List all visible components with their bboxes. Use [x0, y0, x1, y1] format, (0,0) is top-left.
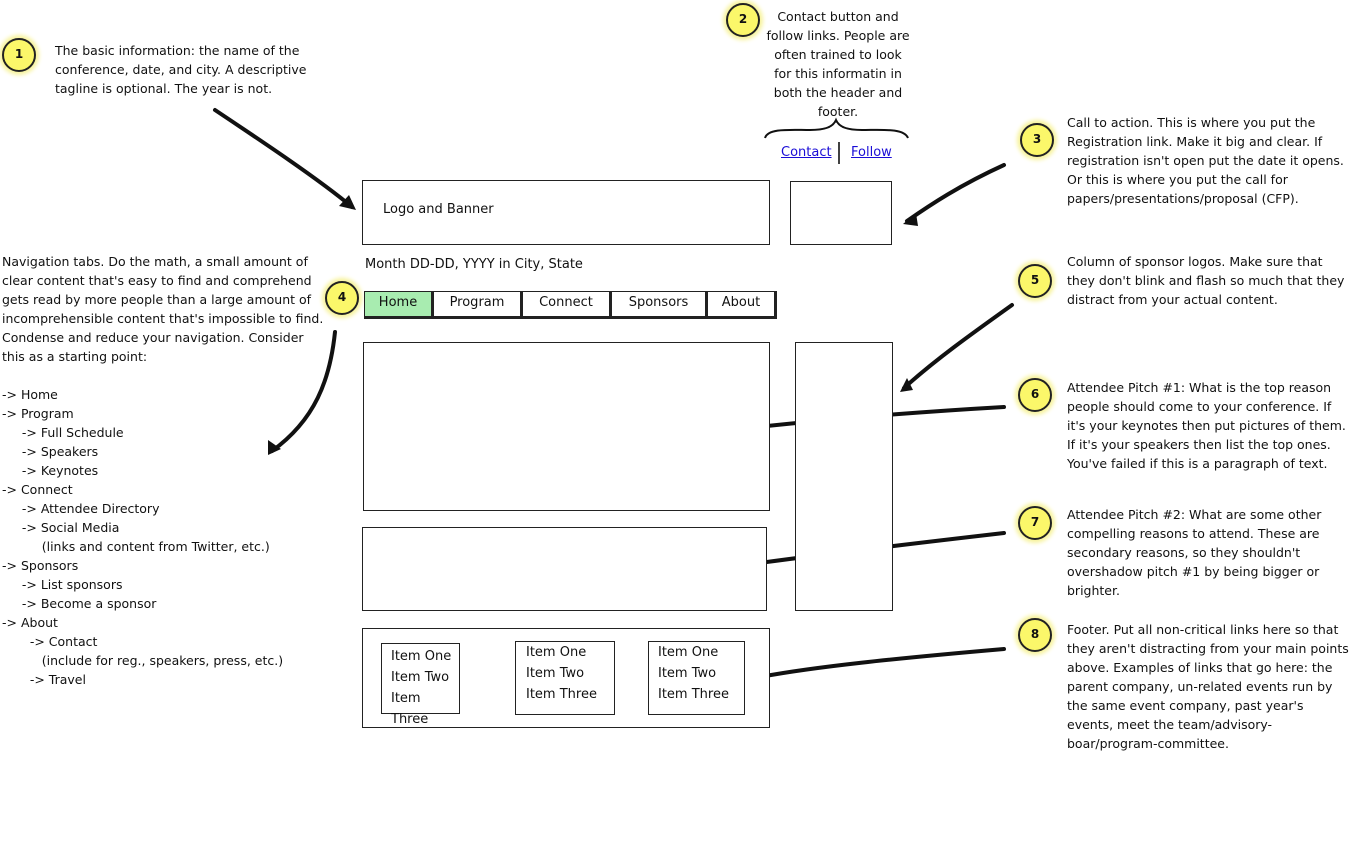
tab-connect[interactable]: Connect — [522, 291, 612, 319]
callout-text-8: Footer. Put all non-critical links here … — [1067, 622, 1349, 751]
footer-link[interactable]: Item Three — [526, 687, 597, 702]
nav-outline-item: -> Connect — [2, 482, 73, 497]
nav-outline-item: (include for reg., speakers, press, etc.… — [2, 653, 284, 668]
nav-outline-list: -> Home -> Program -> Full Schedule -> S… — [2, 385, 283, 689]
footer-link[interactable]: Item One — [391, 649, 452, 664]
nav-outline-item: -> Attendee Directory — [2, 501, 160, 516]
callout-text-7: Attendee Pitch #2: What are some other c… — [1067, 507, 1322, 598]
callout-badge-7: 7 — [1018, 506, 1052, 540]
arrow-3 — [905, 163, 1006, 223]
footer-link[interactable]: Item Three — [391, 691, 429, 727]
nav-outline-item: -> Travel — [2, 672, 86, 687]
callout-text-2: Contact button and follow links. People … — [766, 9, 910, 119]
footer-link[interactable]: Item Three — [658, 687, 729, 702]
nav-outline-item: -> About — [2, 615, 58, 630]
call-to-action-box[interactable] — [790, 181, 892, 245]
nav-outline-item: -> Speakers — [2, 444, 99, 459]
footer-link[interactable]: Item One — [526, 645, 587, 660]
callout-badge-1: 1 — [2, 38, 36, 72]
curly-brace — [764, 117, 909, 139]
callout-badge-2: 2 — [726, 3, 760, 37]
nav-outline-item: -> Home — [2, 387, 58, 402]
nav-outline-item: (links and content from Twitter, etc.) — [2, 539, 270, 554]
callout-text-1: The basic information: the name of the c… — [55, 43, 307, 96]
footer-link[interactable]: Item Two — [391, 670, 450, 685]
contact-link[interactable]: Contact — [781, 145, 832, 160]
callout-text-4: Navigation tabs. Do the math, a small am… — [2, 254, 324, 364]
date-city-line: Month DD-DD, YYYY in City, State — [365, 257, 583, 272]
nav-outline-item: -> Full Schedule — [2, 425, 124, 440]
nav-outline-item: -> Keynotes — [2, 463, 99, 478]
follow-link[interactable]: Follow — [851, 145, 892, 160]
tab-home[interactable]: Home — [364, 291, 434, 319]
footer-column: Item One Item Two Item Three — [381, 643, 460, 727]
tab-about[interactable]: About — [707, 291, 777, 319]
tab-program[interactable]: Program — [433, 291, 523, 319]
arrow-4 — [270, 330, 337, 453]
logo-banner-label: Logo and Banner — [383, 202, 494, 217]
footer-column: Item One Item Two Item Three — [515, 641, 615, 715]
nav-outline-item: -> Contact — [2, 634, 98, 649]
arrow-1 — [213, 108, 354, 209]
callout-badge-3: 3 — [1020, 123, 1054, 157]
callout-badge-4: 4 — [325, 281, 359, 315]
nav-outline-item: -> Sponsors — [2, 558, 79, 573]
footer-link[interactable]: Item Two — [658, 666, 717, 681]
tab-sponsors[interactable]: Sponsors — [611, 291, 708, 319]
footer-link[interactable]: Item One — [658, 645, 719, 660]
attendee-pitch-2-box — [362, 527, 767, 611]
attendee-pitch-1-box — [363, 342, 770, 511]
sponsor-logos-column — [795, 342, 893, 611]
logo-banner-box[interactable]: Logo and Banner — [362, 180, 770, 245]
callout-text-6: Attendee Pitch #1: What is the top reaso… — [1067, 380, 1346, 471]
nav-outline-item: -> Program — [2, 406, 74, 421]
callout-text-3: Call to action. This is where you put th… — [1067, 115, 1344, 206]
nav-outline-item: -> List sponsors — [2, 577, 123, 592]
arrow-8 — [753, 647, 1006, 680]
footer-link[interactable]: Item Two — [526, 666, 585, 681]
arrow-5 — [902, 303, 1014, 390]
footer-box: Item One Item Two Item Three Item One It… — [362, 628, 770, 728]
callout-badge-6: 6 — [1018, 378, 1052, 412]
callout-badge-5: 5 — [1018, 264, 1052, 298]
callout-badge-8: 8 — [1018, 618, 1052, 652]
callout-text-5: Column of sponsor logos. Make sure that … — [1067, 254, 1345, 307]
nav-outline-item: -> Become a sponsor — [2, 596, 157, 611]
nav-outline-item: -> Social Media — [2, 520, 120, 535]
footer-column: Item One Item Two Item Three — [648, 641, 745, 715]
